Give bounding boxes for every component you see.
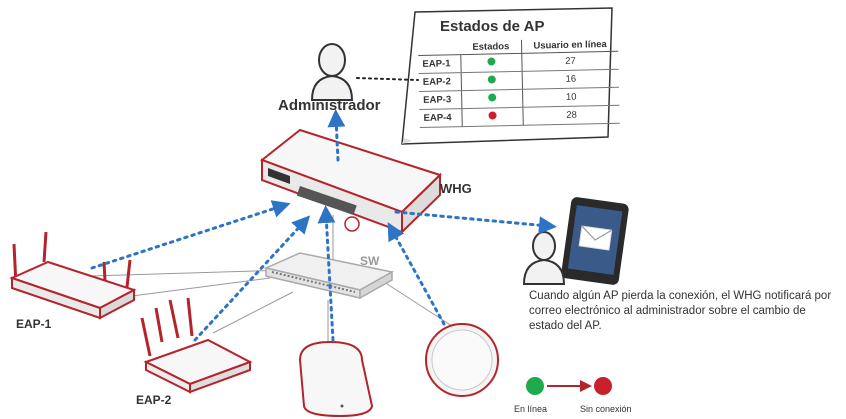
arrow-whg-to-admin — [327, 109, 346, 162]
sw-label: SW — [360, 254, 380, 268]
eap-3-device — [298, 340, 374, 418]
admin-doc-link — [356, 77, 419, 81]
status-dot — [487, 57, 496, 66]
whg-label: WHG — [440, 181, 472, 196]
ap-name: EAP-2 — [418, 72, 462, 92]
whg-appliance — [259, 128, 442, 235]
eap-1-device — [9, 231, 137, 320]
legend-online-label: En línea — [514, 404, 548, 414]
eap-2-label: EAP-2 — [136, 393, 172, 407]
envelope-icon — [578, 225, 613, 251]
legend-offline-dot — [594, 377, 612, 395]
ap-status-table: Estados Usuario en línea EAP-1 27 EAP-2 … — [418, 37, 620, 128]
status-doc-title: Estados de AP — [440, 18, 545, 35]
status-dot — [488, 93, 497, 102]
arrow-eap1-to-whg — [90, 200, 291, 270]
users-count: 16 — [522, 69, 619, 90]
arrow-eap2-to-whg — [193, 215, 311, 342]
status-dot — [487, 75, 496, 84]
users-count: 28 — [522, 105, 620, 126]
eap-2-device — [140, 297, 253, 394]
table-row: EAP-4 28 — [419, 105, 620, 128]
status-document — [401, 7, 613, 145]
arrow-eap4-to-whg — [387, 222, 446, 326]
cabling — [89, 215, 453, 344]
col-header-state: Estados — [460, 39, 522, 55]
eap-1-label: EAP-1 — [16, 317, 52, 331]
notification-note: Cuando algún AP pierda la conexión, el W… — [529, 290, 832, 332]
ap-name: EAP-3 — [419, 90, 462, 110]
users-count: 27 — [521, 51, 619, 72]
legend-offline-label: Sin conexión — [580, 404, 632, 414]
arrow-eap3-to-whg — [317, 205, 336, 342]
notification-arrows — [90, 109, 557, 342]
ap-name: EAP-4 — [419, 108, 463, 128]
recipient-person-icon — [522, 231, 566, 285]
legend-online-dot — [526, 377, 544, 395]
status-legend — [526, 377, 612, 395]
admin-label: Administrador — [278, 97, 381, 114]
eap-4-device — [425, 323, 499, 397]
tablet-icon — [561, 197, 629, 285]
arrow-whg-to-tablet — [394, 210, 557, 235]
administrator-icon — [310, 43, 354, 101]
users-count: 10 — [522, 87, 620, 108]
ap-name: EAP-1 — [418, 54, 462, 74]
status-dot — [488, 111, 497, 120]
